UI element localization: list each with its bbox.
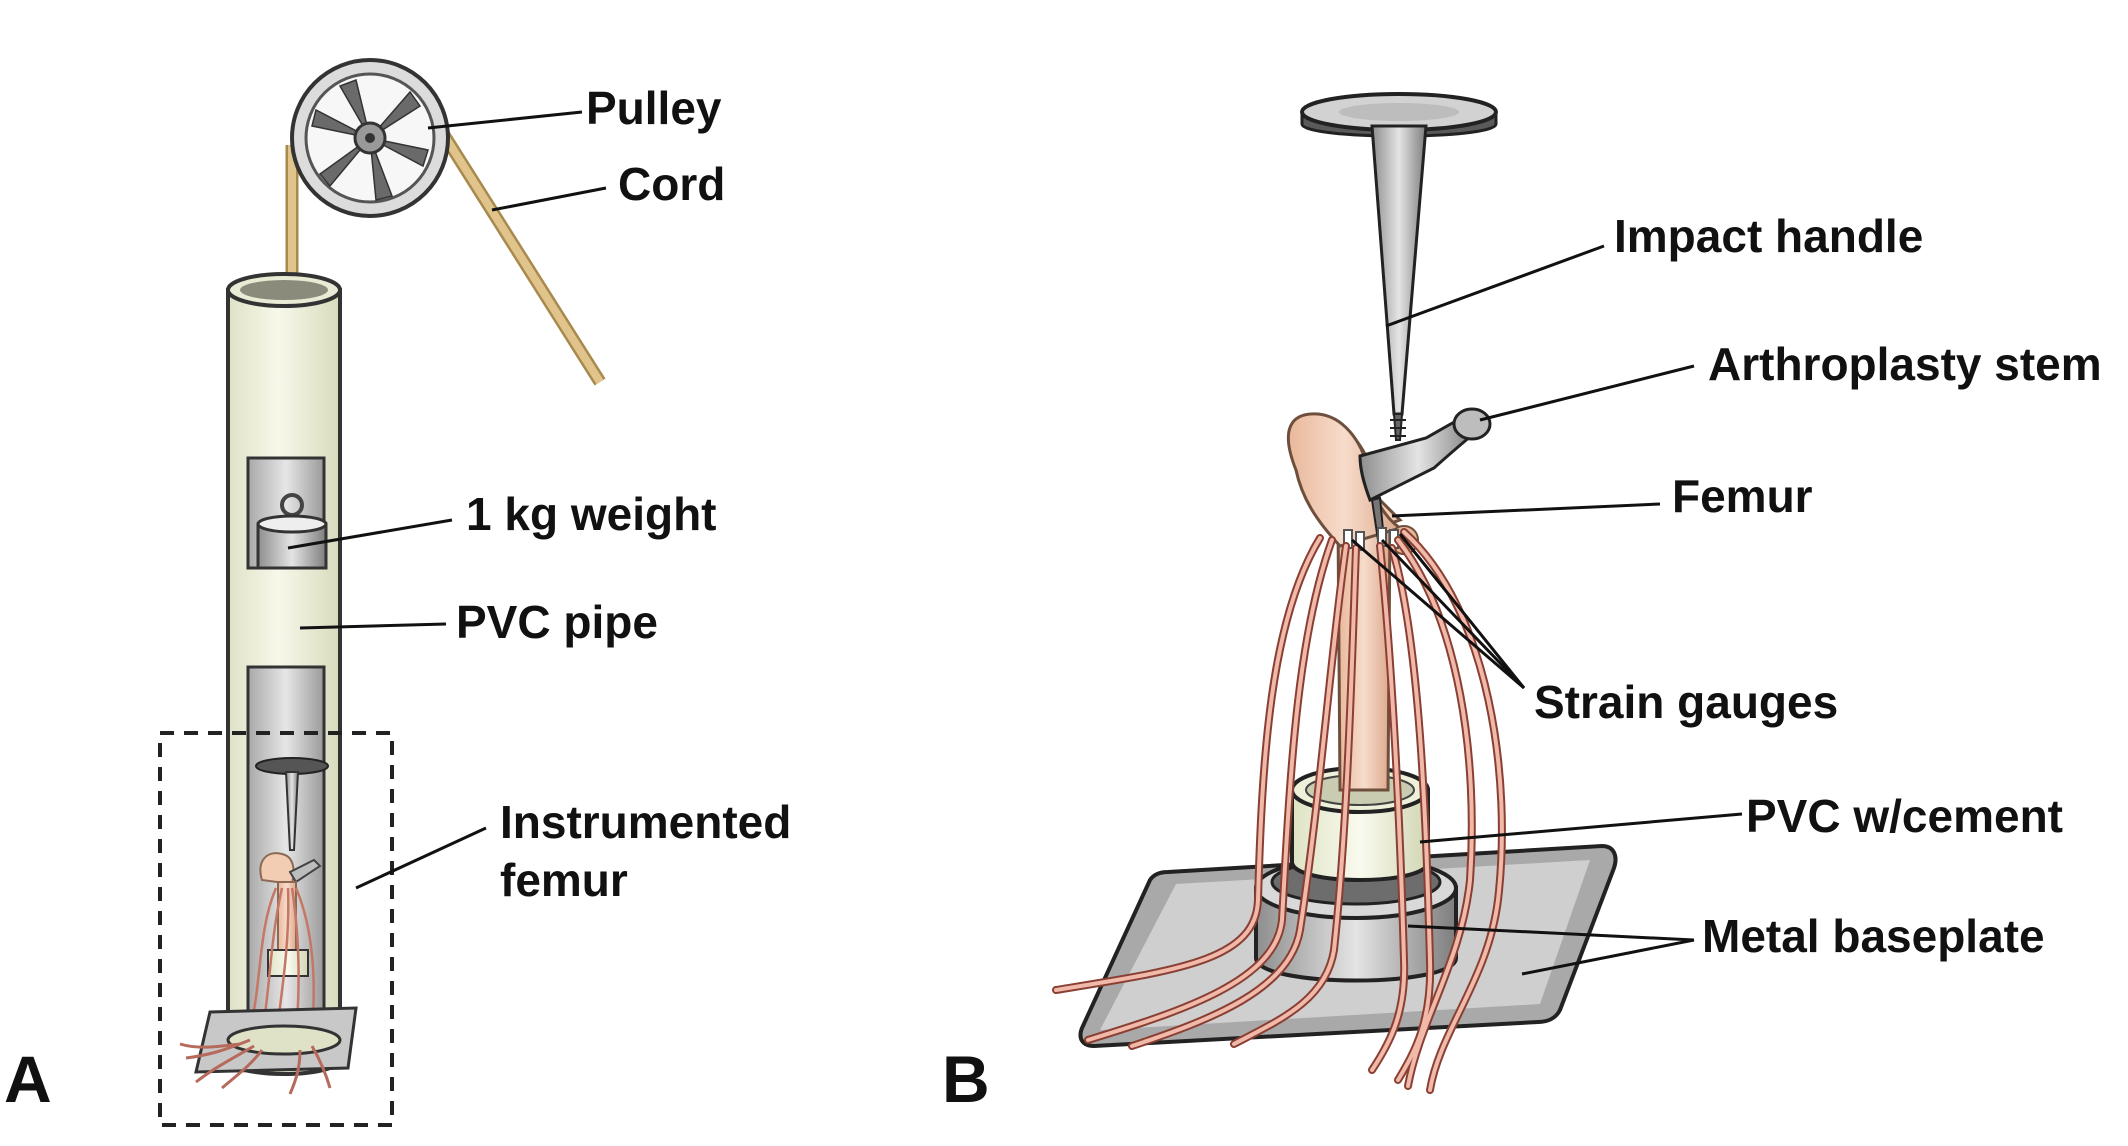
panel-b-letter: B [942, 1042, 990, 1116]
instrumented-femur-label-line2: femur [500, 854, 628, 906]
arthroplasty-stem [1358, 407, 1492, 541]
mini-baseplate [179, 1006, 358, 1095]
panel-b: Impact handle Arthroplasty stem Femur St… [942, 92, 2102, 1116]
pvc-cement-label: PVC w/cement [1746, 790, 2063, 842]
gauge-wires [1052, 528, 1506, 1094]
pulley [290, 58, 450, 218]
impact-handle-label: Impact handle [1614, 210, 1923, 262]
panel-a-leaders [287, 110, 607, 890]
instrumented-femur-label-line1: Instrumented [500, 796, 791, 848]
femur-label: Femur [1672, 470, 1813, 522]
panel-a: Pulley Cord 1 kg weight PVC pipe Instrum… [4, 58, 791, 1127]
weight-label: 1 kg weight [466, 488, 716, 540]
pulley-label: Pulley [586, 82, 722, 134]
cord-label: Cord [618, 158, 725, 210]
arthroplasty-stem-label: Arthroplasty stem [1708, 338, 2102, 390]
strain-gauges-label: Strain gauges [1534, 676, 1838, 728]
strain-gauges [1343, 527, 1399, 551]
panel-b-leaders [1351, 244, 1743, 976]
metal-baseplate-label: Metal baseplate [1702, 910, 2045, 962]
impact-handle [1300, 92, 1498, 441]
panel-a-letter: A [4, 1042, 52, 1116]
pvc-pipe-label: PVC pipe [456, 596, 658, 648]
